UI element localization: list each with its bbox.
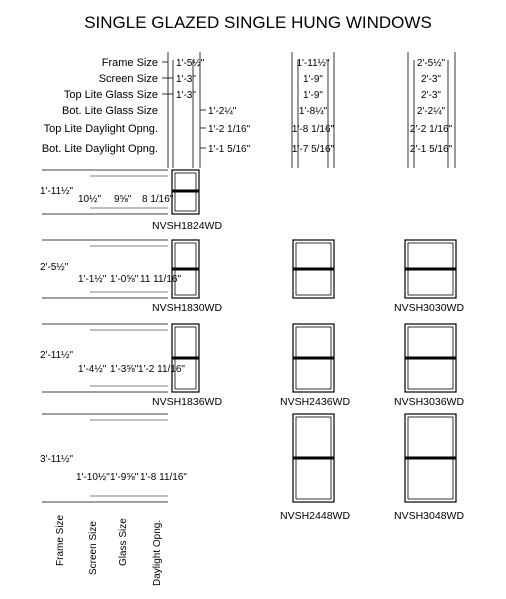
col1-top-daylight-width: 1'-2 1/16" (208, 124, 251, 135)
row-label-screen-size: Screen Size (99, 73, 158, 85)
col2-frame-width: 1'-11½" (296, 58, 330, 69)
window-nvsh3036wd (404, 323, 457, 393)
row-label-bot-lite-daylight: Bot. Lite Daylight Opng. (42, 143, 158, 155)
col2-screen-width: 1'-9" (303, 74, 323, 85)
col3-screen-width: 2'-3" (421, 74, 441, 85)
row2-screen-height: 1'-1½" (78, 274, 107, 285)
row3-frame-height: 2'-11½" (40, 350, 74, 361)
width-row-labels: Frame Size Screen Size Top Lite Glass Si… (42, 57, 158, 155)
col1-bot-glass-width: 1'-2¼" (208, 105, 237, 117)
window-nvsh1824wd (171, 169, 200, 215)
legend-daylight-opng: Daylight Opng. (152, 520, 163, 586)
window-middle-row2 (292, 239, 335, 299)
height-dimension-row-2 (42, 239, 168, 299)
row4-daylight-height: 1'-8 11/16" (140, 472, 187, 483)
height-values-row-2: 2'-5½" 1'-1½" 1'-0⅝" 11 11/16" (40, 262, 181, 285)
row-label-top-lite-daylight: Top Lite Daylight Opng. (44, 123, 158, 135)
window-nvsh2436wd (292, 323, 335, 393)
legend-screen-size: Screen Size (88, 521, 99, 575)
height-values-row-1: 1'-11½" 10½" 9⅝" 8 1/16" (40, 186, 174, 205)
row-label-top-lite-glass: Top Lite Glass Size (64, 89, 158, 101)
col1-frame-width: 1'-5½" (176, 58, 205, 69)
drawing-title: SINGLE GLAZED SINGLE HUNG WINDOWS (84, 13, 432, 32)
col2-bot-glass-width: 1'-8¼" (299, 105, 328, 117)
width-column-3-values: 2'-5½" 2'-3" 2'-3" 2'-2¼" 2'-2 1/16" 2'-… (410, 58, 453, 155)
col3-bot-daylight-width: 2'-1 5/16" (410, 144, 453, 155)
col2-top-glass-width: 1'-9" (303, 90, 323, 101)
model-label-nvsh2436wd: NVSH2436WD (280, 396, 350, 408)
row1-glass-height: 9⅝" (114, 194, 132, 205)
row2-frame-height: 2'-5½" (40, 262, 69, 273)
window-nvsh2448wd (292, 413, 335, 503)
height-values-row-3: 2'-11½" 1'-4½" 1'-3⅝" 1'-2 11/16" (40, 350, 185, 375)
row2-daylight-height: 11 11/16" (140, 274, 181, 285)
vertical-legend: Frame Size Screen Size Glass Size Daylig… (55, 514, 163, 586)
model-label-nvsh1824wd: NVSH1824WD (152, 220, 222, 232)
col1-screen-width: 1'-3" (176, 74, 196, 85)
row2-glass-height: 1'-0⅝" (110, 274, 139, 285)
model-label-nvsh3036wd: NVSH3036WD (394, 396, 464, 408)
col2-top-daylight-width: 1'-8 1/16" (292, 124, 335, 135)
row1-daylight-height: 8 1/16" (142, 194, 174, 205)
legend-frame-size: Frame Size (55, 514, 66, 566)
height-dimension-row-4 (42, 413, 168, 503)
window-nvsh1830wd (171, 239, 200, 299)
width-column-3 (407, 52, 456, 168)
col2-bot-daylight-width: 1'-7 5/16" (292, 144, 335, 155)
model-labels: NVSH1824WD NVSH1830WD NVSH3030WD NVSH183… (152, 220, 464, 522)
legend-glass-size: Glass Size (118, 518, 129, 566)
width-column-1 (162, 52, 206, 168)
row3-screen-height: 1'-4½" (78, 364, 107, 375)
row4-glass-height: 1'-9⅝" (110, 472, 139, 483)
row4-frame-height: 3'-11½" (40, 454, 74, 465)
col3-top-daylight-width: 2'-2 1/16" (410, 124, 453, 135)
window-nvsh1836wd (171, 323, 200, 393)
row-label-bot-lite-glass: Bot. Lite Glass Size (62, 105, 158, 117)
row3-daylight-height: 1'-2 11/16" (138, 364, 185, 375)
width-column-2-values: 1'-11½" 1'-9" 1'-9" 1'-8¼" 1'-8 1/16" 1'… (292, 58, 335, 155)
height-dimension-row-1 (42, 169, 168, 215)
model-label-nvsh3048wd: NVSH3048WD (394, 510, 464, 522)
model-label-nvsh3030wd: NVSH3030WD (394, 302, 464, 314)
row3-glass-height: 1'-3⅝" (110, 364, 139, 375)
col3-top-glass-width: 2'-3" (421, 90, 441, 101)
row1-screen-height: 10½" (78, 194, 101, 205)
model-label-nvsh1830wd: NVSH1830WD (152, 302, 222, 314)
model-label-nvsh2448wd: NVSH2448WD (280, 510, 350, 522)
height-values-row-4: 3'-11½" 1'-10½" 1'-9⅝" 1'-8 11/16" (40, 454, 187, 483)
row1-frame-height: 1'-11½" (40, 186, 74, 197)
model-label-nvsh1836wd: NVSH1836WD (152, 396, 222, 408)
col3-frame-width: 2'-5½" (417, 58, 446, 69)
col1-top-glass-width: 1'-3" (176, 90, 196, 101)
width-column-2 (291, 52, 335, 168)
window-nvsh3030wd (404, 239, 457, 299)
height-dimension-row-3 (42, 323, 168, 393)
row4-screen-height: 1'-10½" (76, 472, 110, 483)
row-label-frame-size: Frame Size (102, 57, 158, 69)
width-column-1-values: 1'-5½" 1'-3" 1'-3" 1'-2¼" 1'-2 1/16" 1'-… (176, 58, 251, 155)
col1-bot-daylight-width: 1'-1 5/16" (208, 144, 251, 155)
window-nvsh3048wd (404, 413, 457, 503)
col3-bot-glass-width: 2'-2¼" (417, 105, 446, 117)
